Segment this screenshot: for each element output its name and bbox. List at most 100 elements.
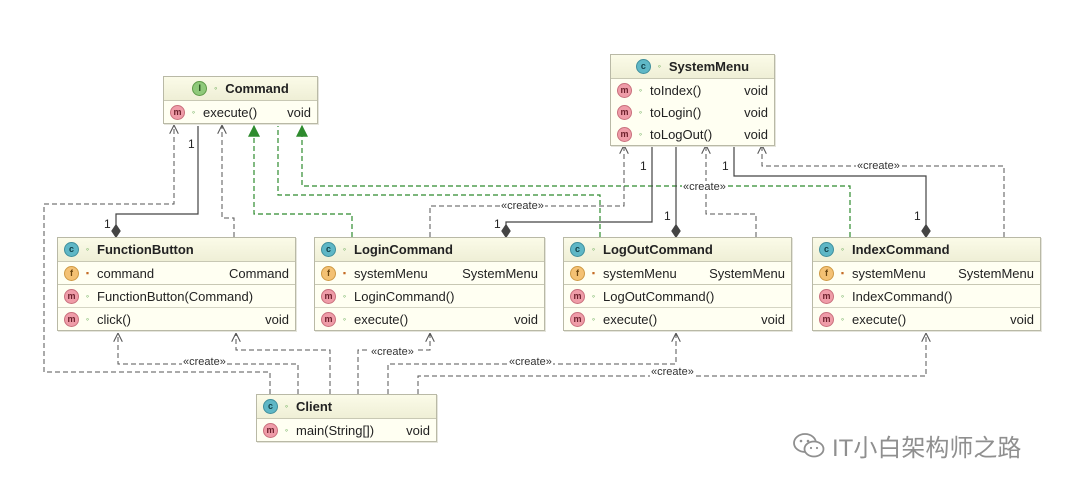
index-realizes-command (296, 124, 851, 237)
method-row[interactable]: m ◦ execute() void (813, 308, 1040, 330)
class-header: c ◦ LoginCommand (315, 238, 544, 262)
interface-icon: I (192, 81, 208, 96)
method-type: void (744, 82, 768, 98)
method-name: IndexCommand() (852, 288, 953, 304)
method-icon: m (570, 311, 585, 327)
field-row[interactable]: f ▪ systemMenu SystemMenu (564, 262, 791, 284)
class-logoutcommand[interactable]: c ◦ LogOutCommand f ▪ systemMenu SystemM… (563, 237, 792, 331)
class-client[interactable]: c ◦ Client m ◦ main(String[]) void (256, 394, 437, 442)
method-row[interactable]: m ◦ LoginCommand() (315, 285, 544, 308)
client-uses-command (43, 126, 271, 394)
method-name: toLogin() (650, 104, 702, 120)
static-method-icon: m (263, 422, 278, 438)
public-icon: ◦ (191, 106, 196, 117)
method-row[interactable]: m ◦ click() void (58, 308, 295, 330)
class-indexcommand[interactable]: c ◦ IndexCommand f ▪ systemMenu SystemMe… (812, 237, 1041, 331)
method-type: void (406, 422, 430, 438)
field-type: SystemMenu (709, 265, 785, 281)
method-name: execute() (852, 311, 907, 327)
field-name: command (97, 265, 155, 281)
method-name: main(String[]) (296, 422, 375, 438)
method-row[interactable]: m ◦ IndexCommand() (813, 285, 1040, 308)
method-type: void (761, 311, 785, 327)
class-header: I ◦ Command (164, 77, 317, 101)
method-row[interactable]: m ◦ FunctionButton(Command) (58, 285, 295, 308)
method-icon: m (321, 311, 336, 327)
method-name: toIndex() (650, 82, 702, 98)
logout-creates-systemmenu (706, 146, 757, 237)
method-row[interactable]: m ◦ toIndex() void (611, 79, 774, 101)
class-icon: c (819, 242, 834, 257)
create-label-client-functionbutton: «create» (182, 356, 227, 368)
class-systemmenu[interactable]: c ◦ SystemMenu m ◦ toIndex() void m ◦ to… (610, 54, 775, 146)
public-icon: ◦ (284, 424, 289, 435)
field-type: SystemMenu (958, 265, 1034, 281)
method-icon: m (64, 311, 79, 327)
method-icon: m (570, 288, 585, 304)
method-row[interactable]: m ◦ execute() void (315, 308, 544, 330)
class-name: IndexCommand (852, 242, 950, 257)
create-label-index-systemmenu: «create» (856, 160, 901, 172)
field-name: systemMenu (603, 265, 677, 281)
login-creates-systemmenu (429, 146, 624, 237)
method-row[interactable]: m ◦ toLogin() void (611, 101, 774, 123)
functionbutton-has-command (111, 126, 199, 239)
method-type: void (265, 311, 289, 327)
field-row[interactable]: f ▪ systemMenu SystemMenu (315, 262, 544, 284)
method-type: void (744, 126, 768, 142)
multiplicity-command-end: 1 (188, 137, 195, 151)
method-row[interactable]: m ◦ main(String[]) void (257, 419, 436, 441)
private-lock-icon: ▪ (85, 267, 90, 278)
class-name: Command (225, 81, 289, 96)
field-type: Command (229, 265, 289, 281)
class-header: c ◦ SystemMenu (611, 55, 774, 79)
public-icon: ◦ (840, 313, 845, 324)
public-icon: ◦ (591, 313, 596, 324)
class-logincommand[interactable]: c ◦ LoginCommand f ▪ systemMenu SystemMe… (314, 237, 545, 331)
method-icon: m (170, 104, 185, 120)
field-icon: f (570, 265, 585, 281)
field-name: systemMenu (852, 265, 926, 281)
multiplicity-functionbutton-end: 1 (104, 217, 111, 231)
method-icon: m (617, 104, 632, 120)
method-row[interactable]: m ◦ execute() void (164, 101, 317, 123)
field-row[interactable]: f ▪ systemMenu SystemMenu (813, 262, 1040, 284)
create-label-logout-systemmenu: «create» (682, 181, 727, 193)
logout-realizes-command (277, 126, 601, 237)
class-name: Client (296, 399, 333, 414)
method-icon: m (321, 288, 336, 304)
field-type: SystemMenu (462, 265, 538, 281)
method-name: LoginCommand() (354, 288, 455, 304)
watermark-text: IT小白架构师之路 (832, 435, 1022, 462)
public-icon: ◦ (284, 401, 289, 411)
field-icon: f (819, 265, 834, 281)
method-name: execute() (203, 104, 258, 120)
multiplicity-logout-end: 1 (664, 209, 671, 223)
functionbutton-creates-command (222, 126, 235, 237)
public-icon: ◦ (85, 290, 90, 301)
method-row[interactable]: m ◦ toLogOut() void (611, 123, 774, 145)
create-label-client-login: «create» (370, 346, 415, 358)
method-icon: m (819, 288, 834, 304)
method-icon: m (819, 311, 834, 327)
field-icon: f (64, 265, 79, 281)
login-realizes-command (248, 124, 353, 237)
class-header: c ◦ FunctionButton (58, 238, 295, 262)
login-has-systemmenu (501, 146, 653, 239)
private-lock-icon: ▪ (840, 267, 845, 278)
method-row[interactable]: m ◦ execute() void (564, 308, 791, 330)
method-row[interactable]: m ◦ LogOutCommand() (564, 285, 791, 308)
method-name: execute() (354, 311, 409, 327)
class-icon: c (321, 242, 336, 257)
multiplicity-systemmenu-login: 1 (640, 159, 647, 173)
multiplicity-systemmenu-index: 1 (722, 159, 729, 173)
class-functionbutton[interactable]: c ◦ FunctionButton f ▪ command Command m… (57, 237, 296, 331)
realization-edges (248, 124, 851, 237)
private-lock-icon: ▪ (342, 267, 347, 278)
create-label-client-index: «create» (650, 366, 695, 378)
field-row[interactable]: f ▪ command Command (58, 262, 295, 284)
public-icon: ◦ (840, 244, 845, 254)
class-command[interactable]: I ◦ Command m ◦ execute() void (163, 76, 318, 124)
method-type: void (287, 104, 311, 120)
class-name: FunctionButton (97, 242, 194, 257)
